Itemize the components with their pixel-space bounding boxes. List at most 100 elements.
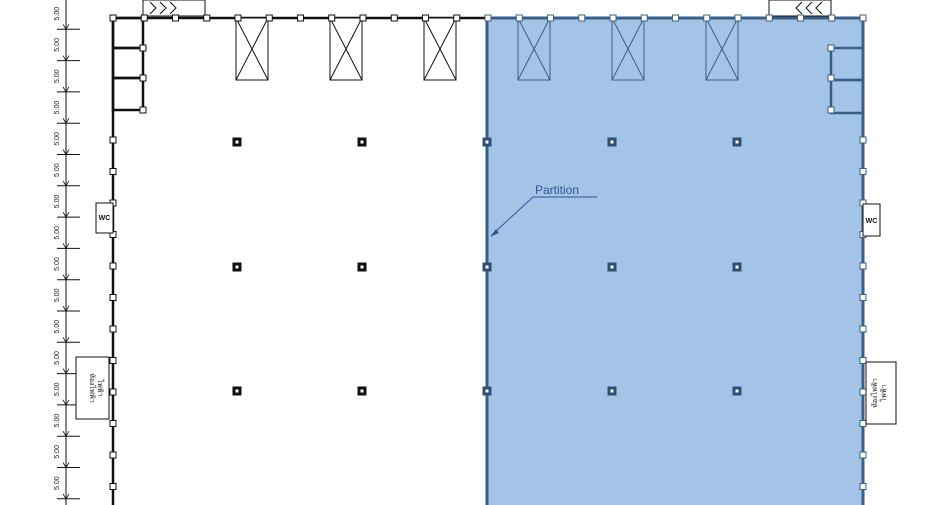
dimension-label: 5.00 [54,7,61,21]
dimension-arrow-icon [62,149,70,156]
dimension-arrow-icon [62,243,70,250]
wall-post [328,14,336,22]
wall-post [827,106,835,114]
dimension-label: 5.00 [54,288,61,302]
dimension-label: 5.00 [54,132,61,146]
dimension-arrow-icon [62,55,70,62]
dimension-label: 5.00 [54,414,61,428]
wall-post [109,136,117,144]
column-square-icon [357,386,367,396]
dimension-label: 5.00 [54,226,61,240]
wall-post [109,388,117,396]
utility-left-line1: ห้องไฟฟ้า [88,373,97,403]
utility-room-right: ห้องไฟฟ้า ไฟฟ้า [865,361,897,425]
crossed-box-icon [423,17,457,81]
wc-right-label: WC [866,218,878,225]
wall-post [234,14,242,22]
wall-post [109,420,117,427]
dimension-arrow-icon [62,493,70,500]
dimension-label: 5.00 [54,320,61,334]
dimension-label: 5.00 [54,476,61,490]
partition-zone [485,16,865,505]
wall-post [203,14,211,22]
wall-post [640,14,648,22]
partition-annotation: Partition [490,183,597,237]
stair-block-right [829,46,865,115]
wall-post [859,451,867,459]
wall-post [109,14,117,22]
dimension-label: 5.00 [54,38,61,52]
dimension-label: 5.00 [54,445,61,459]
column-square-icon [607,386,617,396]
column-square-icon [607,137,617,147]
dimension-arrow-icon [62,180,70,187]
crossed-box-icon [235,17,269,81]
wall-post [797,14,804,22]
dimension-arrow-icon [62,337,70,344]
wall-post [359,14,367,22]
column-square-icon [732,137,742,147]
wall-post [859,483,867,490]
wall-post [859,325,867,333]
dimension-arrow-icon [62,430,70,437]
utility-room-left: ห้องไฟฟ้า ไฟฟ้า [75,356,110,420]
wall-post [390,14,398,22]
column-square-icon [357,137,367,147]
wc-left-label: WC [99,215,111,222]
crossed-box-icon [705,17,739,81]
wall-post [297,14,304,22]
wall-post [859,420,867,427]
utility-right-line2: ไฟฟ้า [879,384,888,402]
dimension-label: 5.00 [54,101,61,115]
wc-left: WC [95,202,114,234]
crossed-box-icon [517,17,551,81]
wall-post [859,294,867,301]
wall-post [859,357,867,364]
wall-post [859,388,867,396]
wall-post [859,136,867,144]
column-square-icon [482,262,492,272]
column-square-icon [232,137,242,147]
partition-label: Partition [535,183,579,197]
wall-post [827,74,835,82]
dimension-arrow-icon [62,117,70,124]
wall-post [109,294,117,301]
wall-post [859,262,867,270]
leader-arrow-icon [490,196,534,237]
column-square-icon [732,386,742,396]
wall-post [609,14,617,22]
wall-post [109,262,117,270]
column-square-icon [607,262,617,272]
wall-post [109,451,117,459]
wall-post [139,44,147,52]
dimension-label: 5.00 [54,69,61,83]
wall-post [672,14,679,22]
wall-post [140,14,148,22]
dimension-arrow-icon [62,368,70,375]
wall-post [734,14,742,22]
dimension-arrow-icon [62,24,70,31]
wall-post [265,14,273,22]
dimension-label: 5.00 [54,163,61,177]
dimension-arrow-icon [62,305,70,312]
wall-post [172,14,179,22]
wall-post [547,14,554,22]
column-square-icon [357,262,367,272]
dimension-label: 5.00 [54,195,61,209]
wall-post [422,14,429,22]
dimension-arrow-icon [62,211,70,218]
wall-post [484,14,492,22]
ramp-top-left [142,0,206,17]
wall-posts [109,14,867,490]
dimension-label: 5.00 [54,351,61,365]
wall-post [859,168,867,175]
column-square-icon [232,386,242,396]
wall-post [827,44,835,52]
utility-right-line1: ห้องไฟฟ้า [870,378,879,408]
wall-post [109,483,117,490]
ramp-top-right [768,0,832,17]
wall-post [139,106,147,114]
column-square-icon [482,137,492,147]
outer-walls [111,16,487,505]
